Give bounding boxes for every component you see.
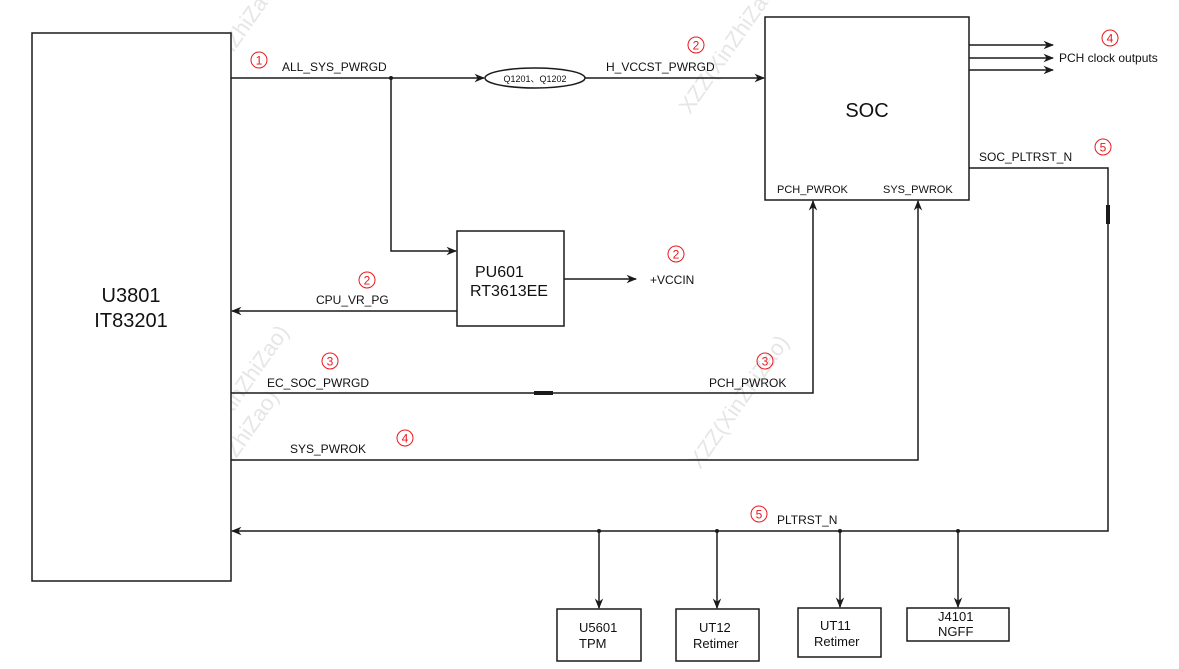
pltrst-n-label: PLTRST_N xyxy=(777,513,837,527)
ngff-type: NGFF xyxy=(938,624,973,639)
all-sys-pwrgd-branch-wire xyxy=(390,78,458,256)
svg-text:2: 2 xyxy=(693,39,700,53)
svg-text:3: 3 xyxy=(327,355,334,369)
ut12-type: Retimer xyxy=(693,636,739,651)
step-marker: 2 xyxy=(358,271,376,289)
pltrst-n-wire xyxy=(230,167,1109,536)
ut11-type: Retimer xyxy=(814,634,860,649)
step-marker: 3 xyxy=(756,352,774,370)
step-markers: 1 2 4 5 2 2 3 3 xyxy=(250,29,1119,523)
pch-pwrok-label: PCH_PWROK xyxy=(709,376,786,390)
tpm-type: TPM xyxy=(579,636,606,651)
h-vccst-pwrgd-label: H_VCCST_PWRGD xyxy=(606,60,715,74)
step-marker: 4 xyxy=(396,429,414,447)
junction-dot xyxy=(838,529,842,533)
ec-soc-pwrgd-label: EC_SOC_PWRGD xyxy=(267,376,369,390)
svg-text:4: 4 xyxy=(1107,32,1114,46)
series-resistor-marker xyxy=(534,391,553,395)
ec-soc-pwrgd-wire xyxy=(231,199,818,394)
tpm-block xyxy=(556,608,642,662)
ec-name: U3801 xyxy=(102,285,161,307)
ut12-name: UT12 xyxy=(699,620,731,635)
ut12-block xyxy=(675,608,760,662)
svg-text:5: 5 xyxy=(1100,141,1107,155)
svg-text:4: 4 xyxy=(402,432,409,446)
svg-text:2: 2 xyxy=(673,248,680,262)
step-marker: 5 xyxy=(750,505,768,523)
step-marker: 4 xyxy=(1101,29,1119,47)
step-marker: 2 xyxy=(687,36,705,54)
vr-part: RT3613EE xyxy=(470,283,548,300)
q-switch-label: Q1201、Q1202 xyxy=(503,74,566,84)
all-sys-pwrgd-label: ALL_SYS_PWRGD xyxy=(282,60,387,74)
soc-pltrst-n-label: SOC_PLTRST_N xyxy=(979,150,1072,164)
tpm-name: U5601 xyxy=(579,620,617,635)
svg-text:3: 3 xyxy=(762,355,769,369)
ec-block xyxy=(31,32,232,582)
step-marker: 1 xyxy=(250,51,268,69)
soc-title: SOC xyxy=(845,100,888,122)
soc-pin-sys-pwrok: SYS_PWROK xyxy=(883,184,953,196)
junction-dot xyxy=(956,529,960,533)
ut11-name: UT11 xyxy=(820,618,851,633)
step-marker: 5 xyxy=(1094,138,1112,156)
vr-name: PU601 xyxy=(475,264,524,281)
cpu-vr-pg-label: CPU_VR_PG xyxy=(316,293,389,307)
watermark: XZZ(XinZhiZao) xyxy=(684,330,794,473)
junction-dot xyxy=(715,529,719,533)
soc-block xyxy=(764,16,970,201)
pch-clock-outputs-label: PCH clock outputs xyxy=(1059,51,1158,65)
series-resistor-marker xyxy=(1106,205,1110,224)
sys-pwrok-wire xyxy=(231,199,923,461)
ngff-name: J4101 xyxy=(938,609,973,624)
step-marker: 2 xyxy=(667,245,685,263)
step-marker: 3 xyxy=(321,352,339,370)
soc-pin-pch-pwrok: PCH_PWROK xyxy=(777,184,849,196)
junction-dot xyxy=(389,76,393,80)
vccin-label: +VCCIN xyxy=(650,273,694,287)
sys-pwrok-label: SYS_PWROK xyxy=(290,442,366,456)
ec-part: IT83201 xyxy=(94,310,167,332)
svg-text:1: 1 xyxy=(256,54,263,68)
svg-text:5: 5 xyxy=(756,508,763,522)
svg-text:2: 2 xyxy=(364,274,371,288)
junction-dot xyxy=(597,529,601,533)
